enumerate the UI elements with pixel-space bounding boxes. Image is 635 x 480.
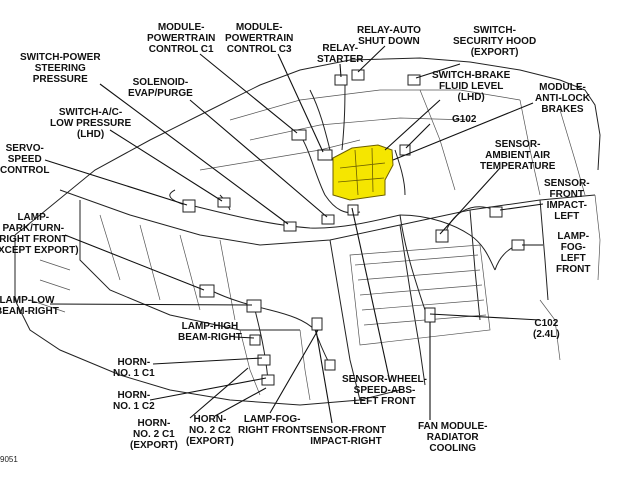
connector-power-steering [283,221,297,232]
connector-horn-1-c1 [257,354,271,366]
label-sensor-ambient-air-temperature: SENSOR- AMBIENT AIR TEMPERATURE [480,139,556,172]
label-lamp-park-turn-right-front: LAMP- PARK/TURN- RIGHT FRONT (EXCEPT EXP… [0,212,79,256]
label-c102: C102 (2.4L) [533,318,560,340]
label-sensor-front-impact-left: SENSOR- FRONT IMPACT- LEFT [544,178,590,222]
label-horn-no2-c2: HORN- NO. 2 C2 (EXPORT) [186,414,234,447]
connector-relay-asd [351,69,365,81]
label-lamp-fog-right-front: LAMP-FOG- RIGHT FRONT [238,414,307,436]
label-module-powertrain-control-c3: MODULE- POWERTRAIN CONTROL C3 [225,22,294,55]
label-fan-module-radiator-cooling: FAN MODULE- RADIATOR COOLING [418,421,488,454]
label-g102: G102 [452,114,477,125]
label-lamp-high-beam-right: LAMP-HIGH BEAM-RIGHT [178,321,242,343]
connector-impact-right [311,317,323,331]
figure-reference-number: 9051 [0,455,18,464]
connector-horn-2 [324,359,336,371]
label-horn-no1-c1: HORN- NO. 1 C1 [113,357,155,379]
connector-c102 [424,307,436,323]
connector-ambient-temp [435,229,449,243]
connector-ac-low-pressure [217,197,231,208]
label-sensor-front-impact-right: SENSOR-FRONT IMPACT-RIGHT [306,425,386,447]
abs-module-highlight[interactable] [332,144,394,201]
label-relay-auto-shut-down: RELAY-AUTO SHUT DOWN [357,25,421,47]
label-module-anti-lock-brakes[interactable]: MODULE- ANTI-LOCK BRAKES [535,82,590,115]
label-sensor-wheel-speed-abs-left-front: SENSOR-WHEEL- SPEED-ABS- LEFT FRONT [342,374,427,407]
label-switch-brake-fluid-level: SWITCH-BRAKE FLUID LEVEL (LHD) [432,70,511,103]
connector-pcm-c3 [317,149,333,161]
connector-horn-1-c2 [261,374,275,386]
connector-pcm-c1 [291,129,307,141]
label-switch-power-steering-pressure: SWITCH-POWER STEERING PRESSURE [20,52,101,85]
label-horn-no1-c2: HORN- NO. 1 C2 [113,390,155,412]
connector-security-hood [407,74,421,86]
connector-evap-purge [321,214,335,225]
label-switch-security-hood: SWITCH- SECURITY HOOD (EXPORT) [453,25,537,58]
leader-lines [44,45,544,424]
label-horn-no2-c1: HORN- NO. 2 C1 (EXPORT) [130,418,178,451]
connector-servo [182,199,196,213]
label-solenoid-evap-purge: SOLENOID- EVAP/PURGE [128,77,193,99]
connector-impact-left [489,206,503,218]
connector-low-beam [246,299,262,313]
label-lamp-low-beam-right: LAMP-LOW BEAM-RIGHT [0,295,59,317]
label-module-powertrain-control-c1: MODULE- POWERTRAIN CONTROL C1 [147,22,216,55]
label-relay-starter: RELAY- STARTER [317,43,364,65]
connector-high-beam [249,334,261,346]
label-servo-speed-control: SERVO- SPEED CONTROL [0,143,50,176]
label-lamp-fog-left-front: LAMP- FOG- LEFT FRONT [556,231,591,275]
connector-park-turn [199,284,215,298]
body-outline [14,57,601,406]
label-switch-ac-low-pressure: SWITCH-A/C- LOW PRESSURE (LHD) [50,107,132,140]
connectors [182,69,525,386]
